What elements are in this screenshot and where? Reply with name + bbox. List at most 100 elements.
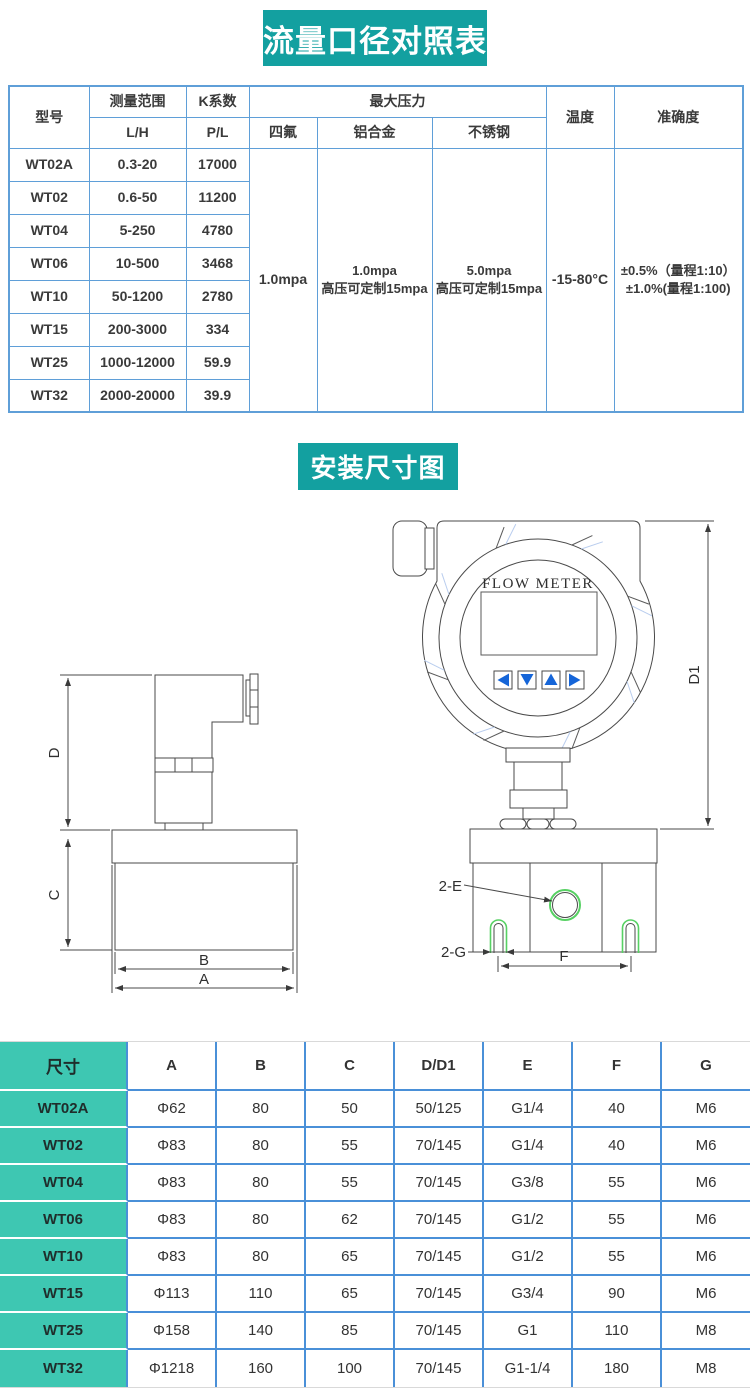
port-hole-highlight (549, 889, 581, 921)
accuracy-cell: ±0.5%（量程1:10） ±1.0%(量程1:100) (613, 147, 744, 413)
table-cell: 70/145 (395, 1350, 484, 1387)
model-cell: WT32 (8, 378, 90, 413)
model-cell: WT04 (8, 213, 90, 248)
keypad (493, 670, 585, 690)
table-cell: M6 (662, 1239, 750, 1276)
table-cell: M8 (662, 1313, 750, 1350)
table-cell: 4780 (185, 213, 250, 248)
table-cell: G3/4 (484, 1276, 573, 1313)
dim-label-a: A (199, 971, 209, 988)
arrow-right-icon (569, 673, 581, 687)
dim-label-c: C (46, 889, 63, 900)
col-header-temperature: 温度 (545, 85, 615, 149)
table-cell: M6 (662, 1091, 750, 1128)
ptfe-pressure-cell: 1.0mpa (248, 147, 318, 413)
pressure-line: 高压可定制15mpa (321, 280, 428, 296)
col-header-range-unit: L/H (88, 116, 187, 149)
col-header-size: 尺寸 (0, 1042, 128, 1091)
col-header-b: B (217, 1042, 306, 1091)
table-cell: 70/145 (395, 1276, 484, 1313)
slot-right (625, 923, 636, 953)
flow-spec-table: 型号 测量范围 K系数 最大压力 温度 准确度 L/H P/L 四氟 铝合金 不… (8, 85, 744, 413)
table-cell: 80 (217, 1165, 306, 1202)
table-header-row: 尺寸 A B C D/D1 E F G (0, 1042, 750, 1091)
table-cell: Φ158 (128, 1313, 217, 1350)
table-cell: 180 (573, 1350, 662, 1387)
table-cell: 110 (573, 1313, 662, 1350)
section-title-install-diagram: 安装尺寸图 (298, 443, 458, 490)
table-cell: 2000-20000 (88, 378, 187, 413)
col-header-k-unit: P/L (185, 116, 250, 149)
table-row: WT02A 0.3-20 17000 1.0mpa 1.0mpa 高压可定制15… (8, 147, 744, 413)
table-cell: 55 (573, 1239, 662, 1276)
model-cell: WT02A (0, 1091, 128, 1128)
table-cell: 50-1200 (88, 279, 187, 314)
dimension-table: 尺寸 A B C D/D1 E F G WT02A Φ62 80 50 50/1… (0, 1041, 750, 1388)
table-cell: 65 (306, 1239, 395, 1276)
table-cell: Φ113 (128, 1276, 217, 1313)
table-cell: 39.9 (185, 378, 250, 413)
table-cell: 90 (573, 1276, 662, 1313)
temperature-cell: -15-80°C (545, 147, 615, 413)
table-cell: 11200 (185, 180, 250, 215)
pressure-line: 高压可定制15mpa (435, 280, 543, 296)
table-cell: 2780 (185, 279, 250, 314)
arrow-down-icon (520, 674, 534, 686)
table-row: WT32 2000-20000 39.9 (8, 378, 743, 413)
table-row: WT04 5-250 4780 (8, 213, 743, 248)
table-cell: Φ83 (128, 1202, 217, 1239)
table-cell: 17000 (185, 147, 250, 182)
table-cell: G1/4 (484, 1128, 573, 1165)
table-cell: 85 (306, 1313, 395, 1350)
col-header-f: F (573, 1042, 662, 1091)
table-cell: 110 (217, 1276, 306, 1313)
table-cell: G1/2 (484, 1239, 573, 1276)
flange (111, 829, 298, 864)
table-cell: 62 (306, 1202, 395, 1239)
col-header-stainless: 不锈钢 (431, 116, 547, 149)
label-2e: 2-E (439, 878, 462, 895)
aluminum-pressure-cell: 1.0mpa 高压可定制15mpa (316, 147, 433, 413)
terminal-block (249, 673, 259, 725)
dim-label-f: F (559, 948, 568, 965)
col-header-e: E (484, 1042, 573, 1091)
model-cell: WT02 (8, 180, 90, 215)
base-body (472, 862, 657, 953)
table-cell: M6 (662, 1165, 750, 1202)
table-cell: 70/145 (395, 1165, 484, 1202)
table-cell: 140 (217, 1313, 306, 1350)
pressure-line: 5.0mpa (466, 263, 512, 279)
accuracy-line: ±1.0%(量程1:100) (625, 280, 731, 296)
table-row: WT06 10-500 3468 (8, 246, 743, 281)
slot-left-highlight (489, 919, 508, 953)
table-row: WT25 1000-12000 59.9 (8, 345, 743, 380)
model-cell: WT10 (0, 1239, 128, 1276)
neck-fittings (499, 747, 577, 830)
model-cell: WT25 (0, 1313, 128, 1350)
table-cell: G1/2 (484, 1202, 573, 1239)
table-cell: 80 (217, 1202, 306, 1239)
model-cell: WT06 (0, 1202, 128, 1239)
model-cell: WT04 (0, 1165, 128, 1202)
table-row: WT32 Φ1218 160 100 70/145 G1-1/4 180 M8 (0, 1350, 750, 1387)
model-cell: WT25 (8, 345, 90, 380)
table-cell: 200-3000 (88, 312, 187, 347)
col-header-ptfe: 四氟 (248, 116, 318, 149)
table-cell: 80 (217, 1128, 306, 1165)
terminal-pin (245, 679, 251, 717)
table-cell: 50 (306, 1091, 395, 1128)
transmitter-lower-body (154, 771, 213, 824)
table-cell: 80 (217, 1091, 306, 1128)
table-row: WT04 Φ83 80 55 70/145 G3/8 55 M6 (0, 1165, 750, 1202)
table-row: WT02 0.6-50 11200 (8, 180, 743, 215)
table-row: WT15 200-3000 334 (8, 312, 743, 347)
table-cell: 55 (573, 1202, 662, 1239)
table-cell: 70/145 (395, 1202, 484, 1239)
model-cell: WT10 (8, 279, 90, 314)
table-row: WT10 Φ83 80 65 70/145 G1/2 55 M6 (0, 1239, 750, 1276)
table-header-row: 型号 测量范围 K系数 最大压力 温度 准确度 (8, 85, 744, 149)
table-cell: 100 (306, 1350, 395, 1387)
table-cell: 65 (306, 1276, 395, 1313)
table-row: WT02 Φ83 80 55 70/145 G1/4 40 M6 (0, 1128, 750, 1165)
lcd-display (480, 591, 598, 656)
